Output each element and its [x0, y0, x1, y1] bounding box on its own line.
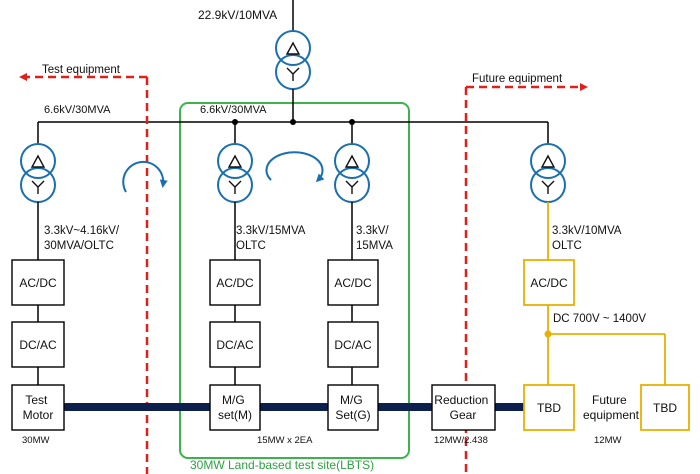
test-site-frame [179, 102, 410, 459]
svg-text:M/G set(M): M/G set(M) [218, 393, 252, 422]
rating-test-motor: 30MW [22, 435, 49, 446]
busbar-center-label: 6.6kV/30MVA [200, 104, 267, 116]
site-label: 30MW Land-based test site(LBTS) [190, 458, 374, 472]
svg-text:AC/DC: AC/DC [19, 276, 57, 290]
rotation-arrow-left-icon [122, 160, 168, 193]
rotation-arrow-center-icon [265, 151, 325, 183]
svg-text:TBD: TBD [653, 401, 677, 415]
transformer-1-rating: 3.3kV~4.16kV/ 30MVA/OLTC [44, 225, 122, 252]
acdc-4 [523, 259, 575, 306]
acdc-1 [11, 259, 65, 306]
svg-text:DC/AC: DC/AC [19, 338, 57, 352]
mg-set-generator [327, 384, 379, 431]
future-boundary-label: Future equipment [472, 73, 563, 85]
transformer-4 [530, 143, 566, 203]
test-boundary-label: Test equipment [42, 64, 121, 76]
svg-text:AC/DC: AC/DC [216, 276, 254, 290]
transformer-4-rating: 3.3kV/10MVA OLTC [552, 225, 624, 252]
dcac-2 [209, 321, 261, 368]
rating-mg: 15MW x 2EA [257, 435, 313, 446]
svg-text:TBD: TBD [537, 401, 561, 415]
tbd-1 [523, 384, 575, 431]
svg-text:AC/DC: AC/DC [530, 276, 568, 290]
transformer-2-rating: 3.3kV/15MVA OLTC [236, 225, 308, 252]
mg-set-motor [209, 384, 261, 431]
source-label: 22.9kV/10MVA [198, 8, 277, 22]
svg-text:DC/AC: DC/AC [334, 338, 372, 352]
svg-text:Reduction Gear: Reduction Gear [434, 393, 491, 422]
wye-icon [286, 67, 300, 81]
rating-reduction: 12MW/2.438 [434, 435, 488, 446]
svg-text:M/G Set(G): M/G Set(G) [335, 393, 370, 422]
dcac-3 [327, 321, 379, 368]
tbd-2 [640, 384, 690, 431]
transformer-1 [20, 143, 56, 203]
acdc-3 [327, 259, 379, 306]
transformer-2 [217, 143, 253, 203]
transformer-3 [334, 143, 370, 203]
rating-future: 12MW [594, 435, 621, 446]
svg-text:DC/AC: DC/AC [216, 338, 254, 352]
acdc-2 [209, 259, 261, 306]
future-dc-label: DC 700V ~ 1400V [553, 313, 646, 325]
svg-text:Test Motor: Test Motor [23, 393, 54, 422]
busbar-left-label: 6.6kV/30MVA [44, 104, 111, 116]
svg-text:AC/DC: AC/DC [334, 276, 372, 290]
delta-icon [285, 41, 301, 55]
future-equipment-label: Future equipment [583, 393, 640, 422]
shaft-line [64, 403, 524, 411]
reduction-gear [431, 384, 496, 431]
test-motor [11, 384, 65, 431]
main-transformer [275, 30, 311, 90]
transformer-3-rating: 3.3kV/ 15MVA [356, 225, 393, 252]
